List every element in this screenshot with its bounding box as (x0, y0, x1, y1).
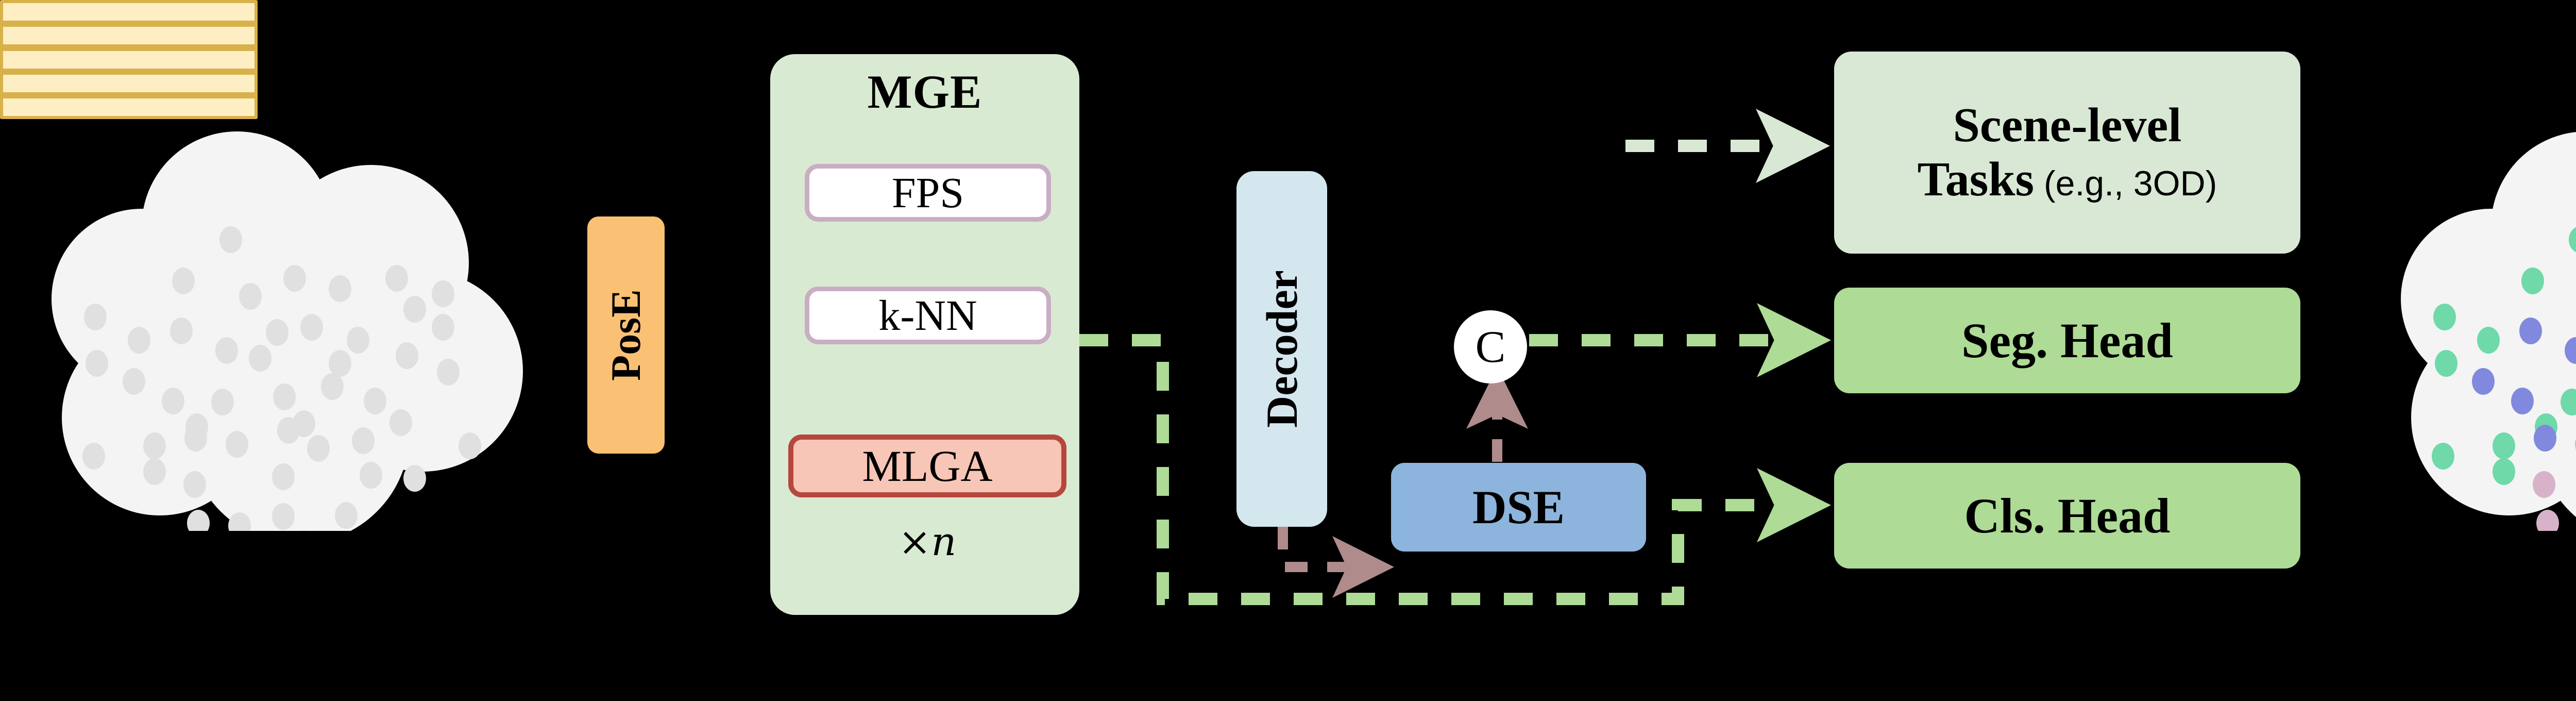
pose-label: PosE (602, 289, 650, 381)
decoder-block[interactable]: Decoder (1236, 171, 1327, 527)
feature-map-row (3, 3, 255, 21)
scene-level-tasks-main: Tasks (1917, 153, 2035, 206)
decoder-label: Decoder (1257, 270, 1307, 428)
scene-level-tasks-line2: Tasks (e.g., 3OD) (1918, 153, 2217, 207)
feature-map-row (3, 51, 255, 69)
cloud-dots-input (82, 226, 481, 557)
scene-level-tasks-line1: Scene-level (1953, 98, 2182, 152)
pose-block[interactable]: PosE (587, 216, 665, 454)
cls-head-block[interactable]: Cls. Head (1834, 463, 2300, 569)
concat-node[interactable]: C (1454, 310, 1527, 383)
knn-block[interactable]: k-NN (805, 287, 1051, 344)
output-point-cloud (2380, 129, 2576, 537)
feature-map-row (3, 74, 255, 92)
arrow-decoder-to-dse (1278, 527, 1394, 598)
mlga-block[interactable]: MLGA (788, 435, 1066, 497)
fps-block[interactable]: FPS (805, 164, 1051, 222)
scene-level-tasks-example: (e.g., 3OD) (2034, 164, 2217, 203)
scene-level-tasks-block[interactable]: Scene-level Tasks (e.g., 3OD) (1834, 52, 2300, 254)
mge-repeat-label: ×n (898, 518, 957, 564)
feature-map-block[interactable] (0, 0, 258, 119)
seg-head-block[interactable]: Seg. Head (1834, 288, 2300, 393)
feature-map-row (3, 98, 255, 116)
input-point-cloud (31, 129, 526, 557)
mge-title: MGE (867, 65, 982, 118)
feature-map-row (3, 27, 255, 45)
dse-block[interactable]: DSE (1391, 463, 1646, 552)
cloud-dots-output (2432, 227, 2576, 537)
